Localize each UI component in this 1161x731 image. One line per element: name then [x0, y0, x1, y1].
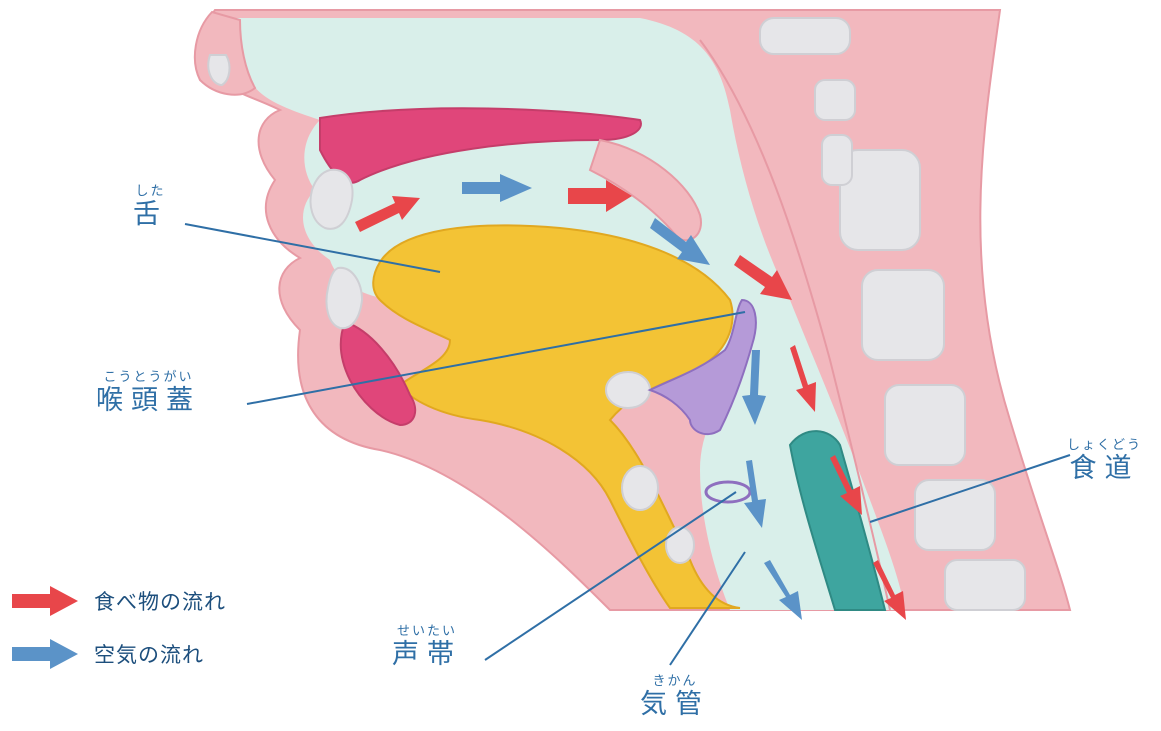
legend-air: 空気の流れ	[10, 637, 204, 671]
label-vocal-cords: せいたい 声帯	[392, 624, 462, 671]
label-vocal-cords-text: 声帯	[392, 639, 462, 671]
label-tongue-text: 舌	[133, 199, 168, 231]
label-epiglottis-text: 喉頭蓋	[96, 385, 201, 417]
legend-air-text: 空気の流れ	[94, 639, 204, 669]
label-esophagus-text: 食道	[1067, 453, 1142, 485]
label-vocal-cords-ruby: せいたい	[392, 624, 462, 639]
label-esophagus: しょくどう 食道	[1067, 438, 1142, 485]
legend-food: 食べ物の流れ	[10, 584, 226, 618]
label-trachea-ruby: きかん	[640, 674, 710, 689]
label-esophagus-ruby: しょくどう	[1067, 438, 1142, 453]
thyroid-cartilage	[622, 466, 658, 510]
label-tongue: した 舌	[133, 184, 168, 231]
red-arrow-icon	[10, 584, 80, 618]
label-tongue-ruby: した	[133, 184, 168, 199]
label-trachea-text: 気管	[640, 689, 710, 721]
label-epiglottis-ruby: こうとうがい	[96, 370, 201, 385]
lower-teeth	[327, 268, 363, 328]
legend-food-text: 食べ物の流れ	[94, 586, 226, 616]
label-epiglottis: こうとうがい 喉頭蓋	[96, 370, 201, 417]
cricoid-cartilage	[666, 527, 694, 563]
hyoid-bone	[606, 372, 650, 408]
label-trachea: きかん 気管	[640, 674, 710, 721]
blue-arrow-icon	[10, 637, 80, 671]
